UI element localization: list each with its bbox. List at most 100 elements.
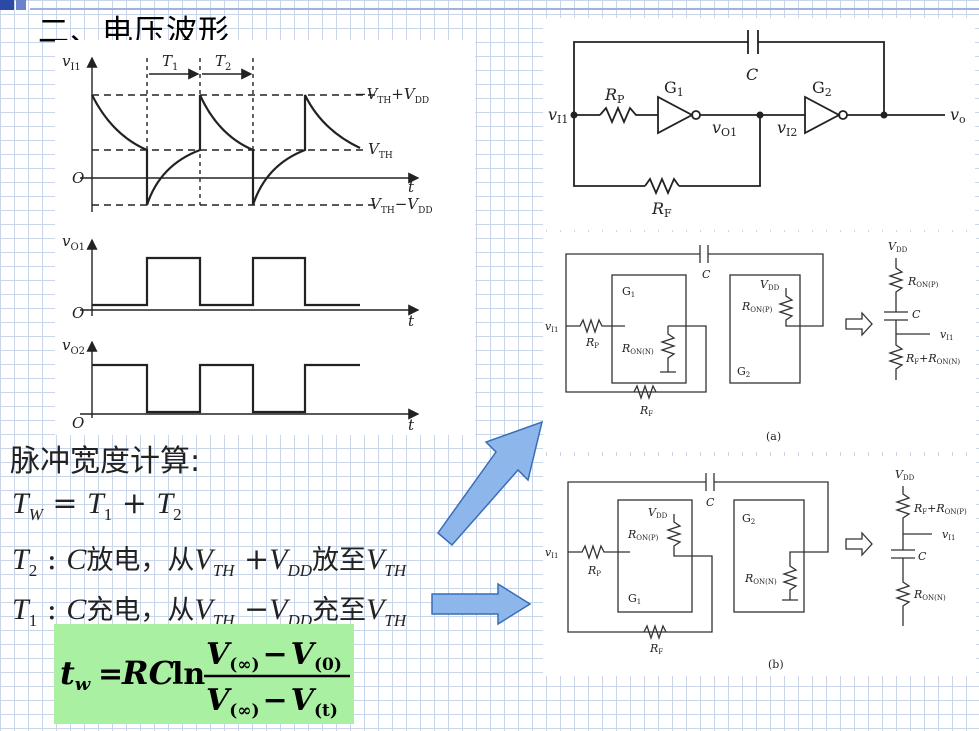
feedback-wire-top [573, 41, 885, 115]
level-low-label: VTH−VDD [370, 195, 433, 216]
level-high-label: −VTH+VDD [354, 85, 429, 106]
junction-dot [570, 111, 578, 119]
g1-gate [657, 95, 694, 135]
formula-numerator: V(∞)−V(0) [206, 637, 342, 675]
eq-rf-label: RF+RON(P) [913, 502, 967, 516]
g2-gate [804, 95, 841, 135]
vi2-label: vI2 [777, 118, 797, 139]
vo2-t-label: t [408, 416, 415, 434]
eq-rf-label: RF+RON(N) [905, 352, 960, 366]
ron-n-branch [781, 551, 812, 601]
transform-arrow [845, 531, 873, 557]
g2-label: G2 [742, 512, 755, 526]
feedback-wire-bottom [573, 115, 761, 187]
circuit-a-diagram: C G1 G2 VDD RON(P) RON(N) vI1 RP RF (a) … [545, 240, 960, 443]
c-label: C [706, 496, 715, 509]
eq-c-label: C [912, 308, 921, 321]
g1-label: G1 [622, 285, 635, 299]
input-wire [568, 543, 630, 561]
vi1-label: vI1 [545, 320, 558, 334]
outer-loop [565, 253, 824, 327]
rf-label: RF [651, 199, 672, 220]
t1-label: T1 [162, 52, 178, 73]
g2-box [733, 499, 805, 613]
waveform-diagram: vI1 T1 T2 −VTH+VDD VTH VTH−VDD O t vO1 O… [62, 52, 433, 434]
title-decoration-bar [0, 0, 979, 10]
g2-box [729, 274, 801, 384]
vi1-label: vI1 [545, 546, 558, 560]
junction-dot [756, 111, 764, 119]
rp-label: RP [585, 336, 599, 350]
ron-n-branch [565, 325, 707, 393]
caption-b: (b) [768, 658, 784, 671]
title-decoration-block [0, 0, 14, 10]
formula-ln: ln [172, 657, 205, 692]
ron-p-label: RON(P) [627, 528, 659, 542]
vi1-t-label: t [408, 178, 415, 196]
calc-heading: 脉冲宽度计算: [10, 444, 201, 479]
eq-network [891, 486, 915, 626]
tw-formula: tw = RC ln V(∞)−V(0) V(∞)−V(t) [60, 637, 350, 721]
vdd-label: VDD [760, 278, 780, 292]
vo1-label: vO1 [712, 118, 737, 139]
arrow-to-circuit-b [431, 582, 532, 626]
vo1-origin-label: O [72, 304, 84, 322]
tw-equation: TW = T1 + T2 [12, 486, 182, 524]
g1-label: G1 [628, 592, 641, 606]
arrow-to-circuit-a [436, 420, 544, 547]
ron-p-branch [567, 514, 713, 633]
circuit-schematic-panel: vI1 RP G1 vO1 vI2 G2 C vo RF [543, 18, 975, 230]
rf-resistor [633, 383, 657, 401]
vi1-waveform [91, 94, 361, 206]
g1-box [611, 274, 687, 384]
vi1-label: vI1 [548, 105, 568, 126]
c-label: C [746, 65, 758, 84]
caption-a: (a) [766, 430, 781, 443]
circuit-b-panel: C G1 G2 VDD RON(P) RON(N) vI1 RP RF (b) … [543, 456, 976, 676]
eq-network [884, 258, 908, 380]
t1-equation: T1 : C充电，从VTH −VDD充至VTH [12, 592, 407, 630]
eq-vdd-label: VDD [895, 468, 915, 482]
eq-ron-p-label: RON(P) [907, 275, 939, 289]
rp-label: RP [604, 85, 625, 106]
vi1-label: vI1 [62, 52, 81, 73]
g1-label: G1 [664, 78, 684, 99]
waveform-panel: vI1 T1 T2 −VTH+VDD VTH VTH−VDD O t vO1 O… [55, 40, 475, 435]
vi1-origin-label: O [72, 169, 84, 187]
rp-label: RP [587, 564, 601, 578]
transform-arrow [845, 311, 873, 337]
g2-label: G2 [812, 78, 832, 99]
tw-formula-box: tw = RC ln V(∞)−V(0) V(∞)−V(t) [54, 624, 354, 724]
title-underline [30, 8, 979, 10]
eq-vdd-label: VDD [888, 240, 908, 254]
c-label: C [702, 268, 711, 281]
vo2-label: vO2 [62, 336, 85, 357]
ron-n-label: RON(N) [744, 572, 777, 586]
circuit-b-diagram: C G1 G2 VDD RON(P) RON(N) vI1 RP RF (b) … [545, 468, 967, 671]
vo1-waveform [92, 256, 360, 307]
rf-label: RF [639, 404, 653, 418]
g2-label: G2 [737, 365, 750, 379]
circuit-schematic: vI1 RP G1 vO1 vI2 G2 C vo RF [548, 30, 966, 220]
formula-equals: = [98, 657, 123, 692]
input-wire [566, 317, 625, 335]
vdd-label: VDD [648, 506, 668, 520]
rf-resistor [643, 623, 667, 641]
ron-p-branch [777, 288, 812, 327]
formula-denominator: V(∞)−V(t) [206, 683, 338, 721]
formula-lhs: tw [60, 654, 92, 695]
junction-dot [880, 111, 888, 119]
vo1-t-label: t [408, 312, 415, 330]
rf-resistor [644, 176, 680, 196]
rf-label: RF [649, 642, 663, 656]
vo2-origin-label: O [72, 414, 84, 432]
title-decoration-block [16, 0, 26, 10]
t2-equation: T2 : C放电，从VTH +VDD放至VTH [12, 542, 407, 580]
outer-loop [567, 481, 829, 553]
eq-c-label: C [918, 550, 927, 563]
eq-vi1-label: vI1 [942, 528, 955, 542]
circuit-a-panel: C G1 G2 VDD RON(P) RON(N) vI1 RP RF (a) … [543, 232, 976, 452]
vo-label: vo [950, 105, 966, 126]
eq-ron-n-label: RON(N) [913, 588, 946, 602]
